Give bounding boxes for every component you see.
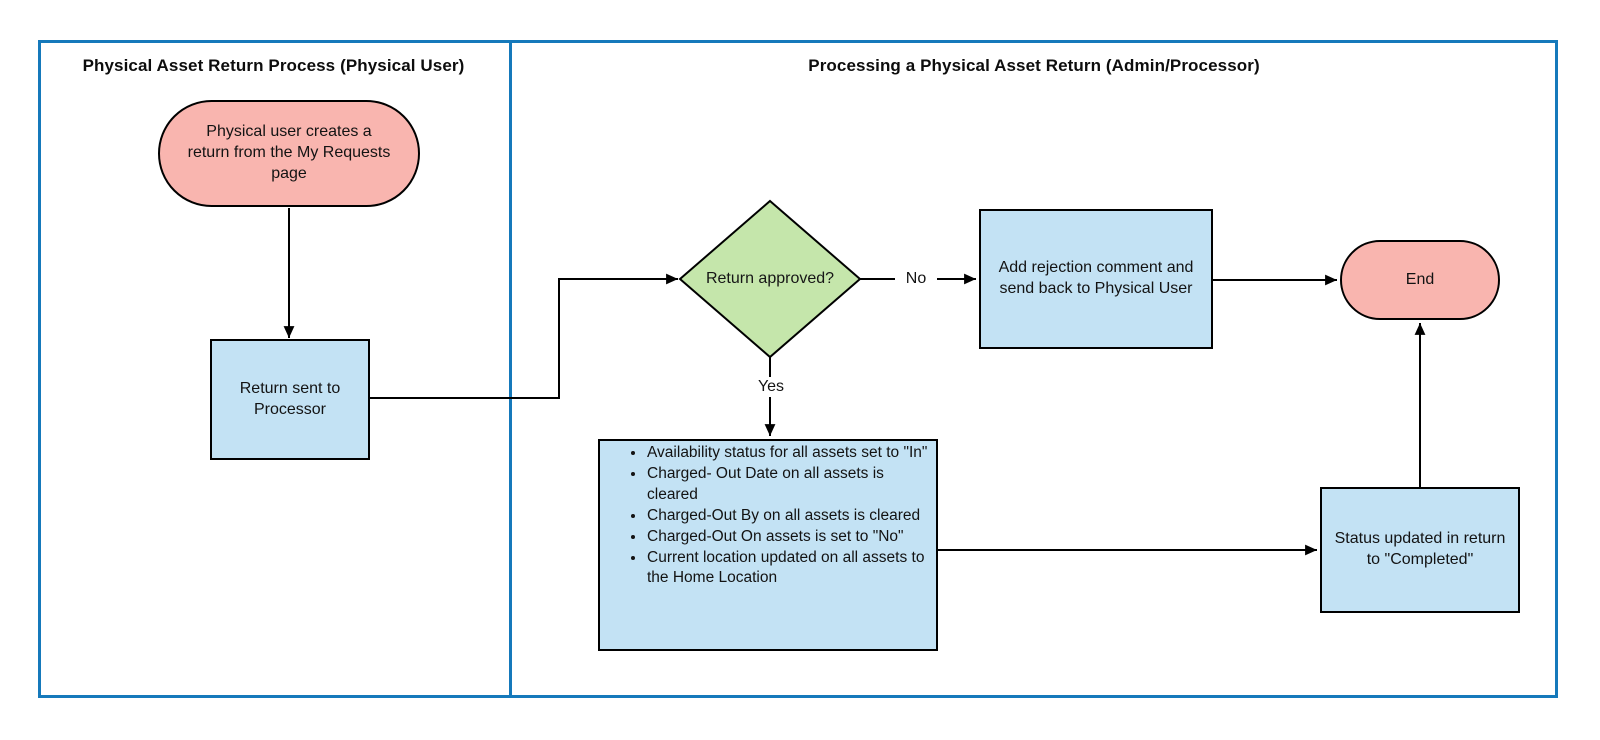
lane-title-physical-user: Physical Asset Return Process (Physical … [82,56,465,75]
end-terminator: End [1340,240,1500,320]
edge-label-yes: Yes [748,377,794,397]
process-add-rejection-comment: Add rejection comment and send back to P… [979,209,1213,349]
decision-diamond-shape [678,199,862,359]
process-return-sent: Return sent to Processor [210,339,370,460]
edge-label-no: No [895,269,937,289]
process-update-assets: Availability status for all assets set t… [598,439,938,651]
list-item: Availability status for all assets set t… [646,443,936,464]
edge-return-sent-to-decision [370,273,678,399]
update-assets-list: Availability status for all assets set t… [600,443,936,589]
swimlane-frame [38,40,1558,698]
decision-label: Return approved? [705,270,835,287]
list-item: Charged-Out By on all assets is cleared [646,506,936,527]
lane-title-admin-processor: Processing a Physical Asset Return (Admi… [808,56,1260,75]
list-item: Current location updated on all assets t… [646,548,936,590]
swimlane-divider [509,40,512,698]
start-terminator: Physical user creates a return from the … [158,100,420,207]
list-item: Charged-Out On assets is set to "No" [646,527,936,548]
process-status-updated: Status updated in return to "Completed" [1320,487,1520,613]
list-item: Charged- Out Date on all assets is clear… [646,464,936,506]
